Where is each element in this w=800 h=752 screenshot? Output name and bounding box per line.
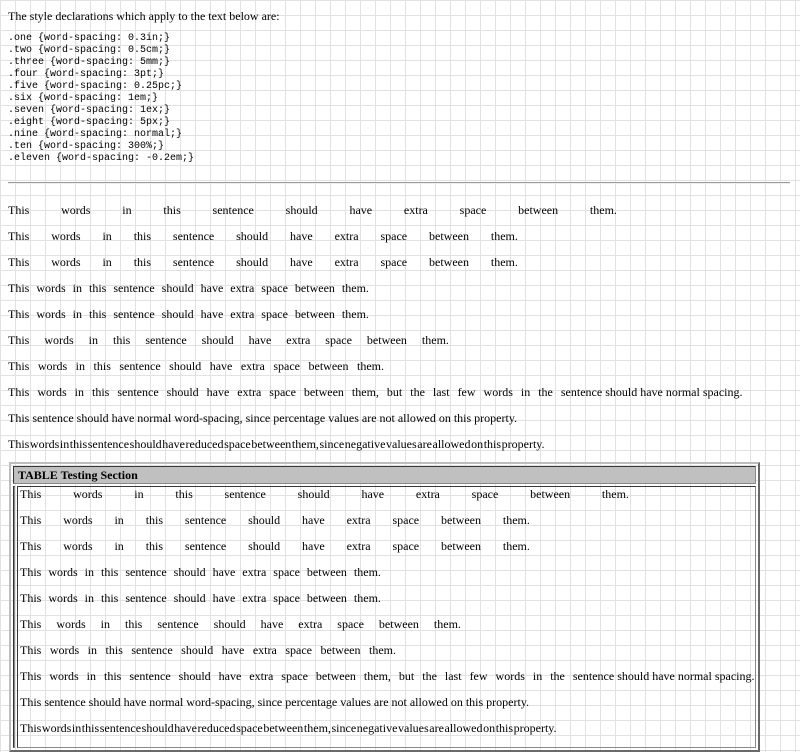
style-declarations: .one {word-spacing: 0.3in;} .two {word-s…: [8, 33, 194, 165]
table-line-two: This words in this sentence should have …: [20, 513, 530, 527]
table-title: TABLE Testing Section: [13, 466, 756, 484]
test-line-one: This words in this sentence should have …: [8, 203, 617, 217]
test-line-eight: This words in this sentence should have …: [8, 385, 743, 399]
table-line-eight: This words in this sentence should have …: [20, 669, 755, 695]
test-line-five: This words in this sentence should have …: [8, 307, 369, 321]
style-line: .nine {word-spacing: normal;}: [8, 129, 183, 140]
table-line-eleven: This words in this sentence should have …: [20, 721, 557, 735]
style-line: .three {word-spacing: 5mm;}: [8, 57, 171, 68]
table-gutter: [13, 486, 15, 748]
style-line: .eleven {word-spacing: -0.2em;}: [8, 153, 195, 164]
style-line: .two {word-spacing: 0.5cm;}: [8, 45, 171, 56]
intro-text: The style declarations which apply to th…: [8, 9, 280, 23]
table-line-six: This words in this sentence should have …: [20, 617, 461, 631]
table-line-seven: This words in this sentence should have …: [20, 643, 396, 657]
style-line: .ten {word-spacing: 300%;}: [8, 141, 165, 152]
table-line-eight-spaced: This words in this sentence should have …: [20, 669, 615, 683]
table-body-cell: This words in this sentence should have …: [17, 486, 756, 748]
test-line-two: This words in this sentence should have …: [8, 229, 518, 243]
style-line: .six {word-spacing: 1em;}: [8, 93, 159, 104]
test-line-four: This words in this sentence should have …: [8, 281, 369, 295]
test-line-six: This words in this sentence should have …: [8, 333, 449, 347]
table-line-three: This words in this sentence should have …: [20, 539, 530, 553]
test-line-three: This words in this sentence should have …: [8, 255, 518, 269]
test-line-eight-spaced: This words in this sentence should have …: [8, 385, 603, 399]
test-line-seven: This words in this sentence should have …: [8, 359, 384, 373]
table-line-four: This words in this sentence should have …: [20, 565, 381, 579]
table-line-five: This words in this sentence should have …: [20, 591, 381, 605]
style-line: .five {word-spacing: 0.25pc;}: [8, 81, 183, 92]
divider: [8, 182, 790, 184]
test-line-eight-normal: should have normal spacing.: [605, 385, 743, 399]
table-line-eight-normal: should have normal spacing.: [617, 669, 755, 683]
style-line: .eight {word-spacing: 5px;}: [8, 117, 171, 128]
style-line: .seven {word-spacing: 1ex;}: [8, 105, 171, 116]
table-line-ten: This sentence should have normal word-sp…: [20, 695, 530, 709]
table-testing-section: TABLE Testing Section This words in this…: [9, 462, 760, 752]
style-line: .one {word-spacing: 0.3in;}: [8, 33, 171, 44]
test-line-eleven: This words in this sentence should have …: [8, 437, 545, 451]
test-line-ten: This sentence should have normal word-sp…: [8, 411, 518, 425]
table-line-one: This words in this sentence should have …: [20, 487, 629, 501]
style-line: .four {word-spacing: 3pt;}: [8, 69, 165, 80]
